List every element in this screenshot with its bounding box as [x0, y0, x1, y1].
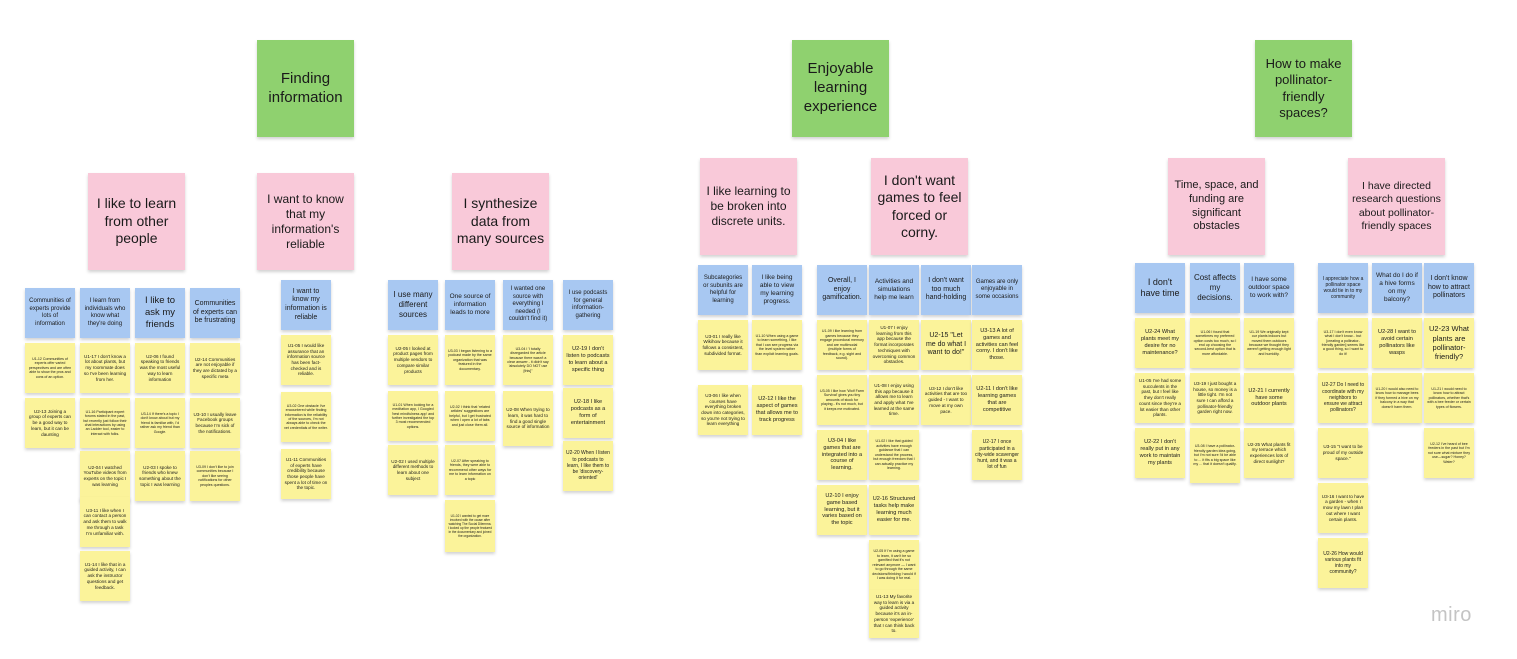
observation-note[interactable]: U3-05 I like how 'Wolf Farm Survival' gi… — [817, 375, 867, 425]
observation-note[interactable]: U1-05 I've had some succulents in the pa… — [1135, 373, 1185, 423]
observation-note[interactable]: U2-05 I looked at product pages from mul… — [388, 335, 438, 385]
observation-note[interactable]: U2-10 I enjoy game based learning, but i… — [817, 485, 867, 535]
cluster-note[interactable]: I learn from individuals who know what t… — [80, 288, 130, 338]
observation-note[interactable]: U3-09 I don't like to join communities b… — [190, 451, 240, 501]
cluster-note[interactable]: I wanted one source with everything I ne… — [503, 280, 553, 330]
observation-note[interactable]: U2-14 Communities are not enjoyable if t… — [190, 343, 240, 393]
observation-note[interactable]: U3-08 I have a pollinator-friendly garde… — [1190, 428, 1240, 483]
observation-note[interactable]: U2-20 When I listen to podcasts to learn… — [563, 441, 613, 491]
miro-logo: miro — [1431, 604, 1472, 626]
cluster-note[interactable]: I use many different sources — [388, 280, 438, 330]
cluster-note[interactable]: Overall, I enjoy gamification. — [817, 265, 867, 315]
observation-note[interactable]: U2-12 I've heard of bee feeders in the p… — [1424, 428, 1474, 478]
cluster-note[interactable]: Subcategories or subunits are helpful fo… — [698, 265, 748, 315]
observation-note[interactable]: U3-11 I like when I can contact a person… — [80, 497, 130, 547]
observation-note[interactable]: U3-02 One obstacle I've encountered whil… — [281, 392, 331, 442]
insight-note[interactable]: I want to know that my information's rel… — [257, 173, 354, 270]
cluster-note[interactable]: Games are only enjoyable in some occasio… — [972, 265, 1022, 315]
cluster-note[interactable]: What do I do if a hive forms on my balco… — [1372, 263, 1422, 313]
cluster-note[interactable]: I don't have time — [1135, 263, 1185, 313]
observation-note[interactable]: U2-19 I don't listen to podcasts to lear… — [563, 335, 613, 385]
observation-note[interactable]: U3-17 I don't even know what I don't kno… — [1318, 318, 1368, 368]
observation-note[interactable]: U2-22 I don't really put in any work to … — [1135, 428, 1185, 478]
observation-note[interactable]: U2-28 I want to avoid certain pollinator… — [1372, 318, 1422, 368]
observation-note[interactable]: U2-05 If I'm using a game to learn, it c… — [869, 540, 919, 590]
observation-note[interactable]: U2-26 How would various plants fit into … — [1318, 538, 1368, 588]
observation-note[interactable]: U1-20 I would also need to know how to m… — [1372, 373, 1422, 423]
observation-note[interactable]: U2-03 I spoke to friends who knew someth… — [135, 451, 185, 501]
observation-note[interactable]: U2-02 I think that 'related articles' su… — [445, 391, 495, 441]
observation-note[interactable]: U2-08 When trying to learn, it was hard … — [503, 391, 553, 446]
observation-note[interactable]: U2-12 I like the aspect of games that al… — [752, 385, 802, 435]
cluster-note[interactable]: Communities of experts provide lots of i… — [25, 288, 75, 338]
observation-note[interactable]: U3-12 I don't like activities that are t… — [921, 375, 971, 425]
observation-note[interactable]: U3-04 I 'I totally disregarded the artic… — [503, 335, 553, 385]
observation-note[interactable]: U1-01 When looking for a meditation app,… — [388, 391, 438, 441]
theme-note[interactable]: Enjoyable learning experience — [792, 40, 889, 137]
observation-note[interactable]: U3-04 I like games that are integrated i… — [817, 430, 867, 480]
cluster-note[interactable]: I have some outdoor space to work with? — [1244, 263, 1294, 313]
observation-note[interactable]: U2-24 What plants meet my desire for no … — [1135, 318, 1185, 368]
observation-note[interactable]: U2-23 What plants are pollinator-friendl… — [1424, 318, 1474, 368]
observation-note[interactable]: U3-06 I like when courses have everythin… — [698, 385, 748, 435]
cluster-note[interactable]: I don't want too much hand-holding — [921, 265, 971, 315]
observation-note[interactable]: U2-27 Do I need to coordinate with my ne… — [1318, 373, 1368, 423]
observation-note[interactable]: U1-10 When using a game to learn somethi… — [752, 320, 802, 370]
insight-note[interactable]: I like learning to be broken into discre… — [700, 158, 797, 255]
observation-note[interactable]: U1-14 I like that in a guided activity, … — [80, 551, 130, 601]
observation-note[interactable]: U3-13 A lot of games and activities can … — [972, 320, 1022, 370]
observation-note[interactable]: U3-15 "I want to be proud of my outside … — [1318, 428, 1368, 478]
theme-note[interactable]: Finding information — [257, 40, 354, 137]
insight-note[interactable]: I don't want games to feel forced or cor… — [871, 158, 968, 255]
insight-note[interactable]: I synthesize data from many sources — [452, 173, 549, 270]
cluster-note[interactable]: I use podcasts for general information-g… — [563, 280, 613, 330]
observation-note[interactable]: U1-08 I enjoy using this app because it … — [869, 375, 919, 425]
cluster-note[interactable]: I want to know my information is reliabl… — [281, 280, 331, 330]
cluster-note[interactable]: One source of information leads to more — [445, 280, 495, 330]
observation-note[interactable]: U1-02 I like that guided activities have… — [869, 430, 919, 480]
cluster-note[interactable]: I like to ask my friends — [135, 288, 185, 338]
observation-note[interactable]: U1-05 I would like assurance that an inf… — [281, 335, 331, 385]
observation-note[interactable]: U1-12 Communities of experts offer varie… — [25, 343, 75, 393]
observation-note[interactable]: U3-16 I want to have a garden - when I m… — [1318, 483, 1368, 533]
observation-note[interactable]: U2-02 I used multiple different methods … — [388, 445, 438, 495]
cluster-note[interactable]: Communities of experts can be frustratin… — [190, 288, 240, 338]
observation-note[interactable]: U2-21 I currently have some outdoor plan… — [1244, 373, 1294, 423]
cluster-note[interactable]: Activities and simulations help me learn — [869, 265, 919, 315]
observation-note[interactable]: U1-06 I found that sometimes my preferre… — [1190, 318, 1240, 368]
observation-note[interactable]: U1-02 I wanted to get more involved with… — [445, 500, 495, 552]
insight-note[interactable]: I like to learn from other people — [88, 173, 185, 270]
cluster-note[interactable]: Cost affects my decisions. — [1190, 263, 1240, 313]
observation-note[interactable]: U2-18 I like podcasts as a form of enter… — [563, 388, 613, 438]
cluster-note[interactable]: I like being able to view my learning pr… — [752, 265, 802, 315]
observation-note[interactable]: U2-15 "Let me do what I want to do!" — [921, 320, 971, 370]
observation-note[interactable]: U3-01 I really like Wikihow because it f… — [698, 320, 748, 370]
theme-note[interactable]: How to make pollinator-friendly spaces? — [1255, 40, 1352, 137]
observation-note[interactable]: U3-14 If there's a topic I don't know ab… — [135, 398, 185, 448]
observation-note[interactable]: U1-09 I like learning from games because… — [817, 320, 867, 370]
observation-note[interactable]: U3-03 I began listening to a podcast mad… — [445, 335, 495, 385]
insight-note[interactable]: I have directed research questions about… — [1348, 158, 1445, 255]
observation-note[interactable]: U1-13 My favorite way to learn is via a … — [869, 590, 919, 638]
observation-note[interactable]: U2-25 What plants fit my terrace which e… — [1244, 428, 1294, 478]
observation-note[interactable]: U3-10 I usually leave Facebook groups be… — [190, 398, 240, 448]
observation-note[interactable]: U2-04 I watched YouTube videos from expe… — [80, 451, 130, 501]
observation-note[interactable]: U1-21 I would need to know how to attrac… — [1424, 373, 1474, 423]
cluster-note[interactable]: I appreciate how a pollinator space woul… — [1318, 263, 1368, 313]
observation-note[interactable]: U1-11 Communities of experts have credib… — [281, 449, 331, 499]
observation-note[interactable]: U3-19 I just bought a house, so money is… — [1190, 373, 1240, 423]
observation-note[interactable]: U2-11 I don't like learning games that a… — [972, 375, 1022, 425]
observation-note[interactable]: U1-07 I enjoy learning from this app bec… — [869, 320, 919, 370]
observation-note[interactable]: U2-16 Structured tasks help make learnin… — [869, 485, 919, 535]
observation-note[interactable]: U1-17 I don't know a lot about plants, b… — [80, 343, 130, 393]
insight-note[interactable]: Time, space, and funding are significant… — [1168, 158, 1265, 255]
observation-note[interactable]: U2-13 Joining a group of experts can be … — [25, 398, 75, 448]
observation-note[interactable]: U2-06 I found speaking to friends was th… — [135, 343, 185, 393]
cluster-note[interactable]: I don't know how to attract pollinators — [1424, 263, 1474, 313]
observation-note[interactable]: U2-17 I once participated in a city-wide… — [972, 430, 1022, 480]
observation-note[interactable]: U2-07 After speaking to friends, they we… — [445, 445, 495, 495]
observation-note[interactable]: U1-19 We originally kept our plants indo… — [1244, 318, 1294, 368]
observation-note[interactable]: U1-16 Participant expert forums stated i… — [80, 398, 130, 448]
